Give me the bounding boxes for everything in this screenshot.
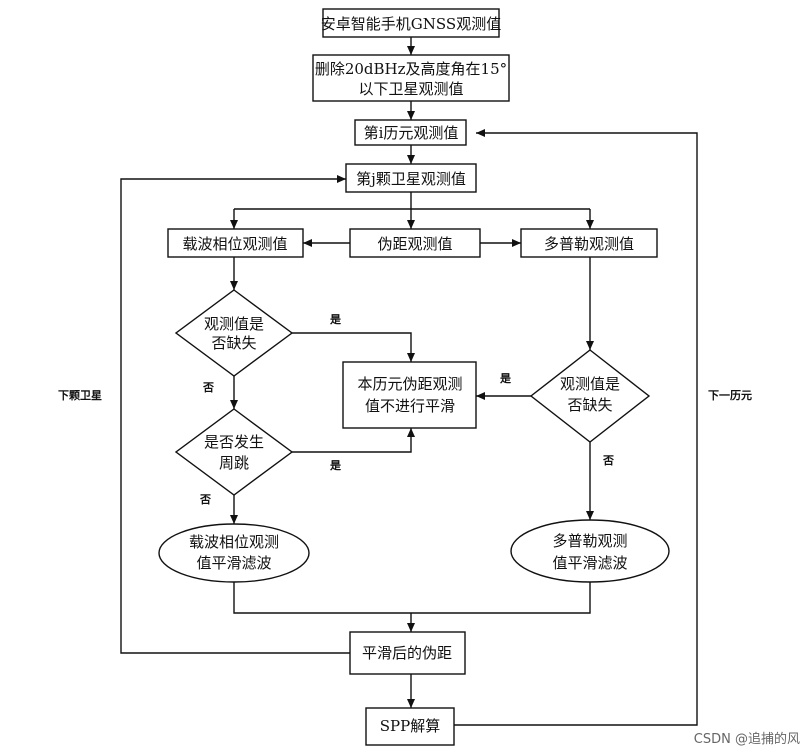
doppler-text: 多普勒观测值 xyxy=(544,235,634,253)
input-box: 安卓智能手机GNSS观测值 xyxy=(321,8,501,38)
loop-next-satellite xyxy=(120,175,350,654)
label-no-missing-left: 否 xyxy=(202,381,214,394)
filter-box: 删除20dBHz及高度角在15° 以下卫星观测值 xyxy=(312,54,510,102)
satellite-text: 第j颗卫星观测值 xyxy=(356,170,466,188)
cycleslip-line2: 周跳 xyxy=(219,454,249,472)
decision-missing-right: 观测值是 否缺失 xyxy=(529,349,651,443)
input-text: 安卓智能手机GNSS观测值 xyxy=(321,15,501,33)
spp-box: SPP解算 xyxy=(365,707,455,746)
label-yes-cycleslip: 是 xyxy=(329,459,342,472)
pseudorange-box: 伪距观测值 xyxy=(349,228,481,258)
filter-text-line2: 以下卫星观测值 xyxy=(358,80,463,98)
missing-left-line2: 否缺失 xyxy=(211,334,256,352)
decision-missing-left: 观测值是 否缺失 xyxy=(174,289,294,377)
epoch-box: 第i历元观测值 xyxy=(354,119,467,146)
carrier-box: 载波相位观测值 xyxy=(167,228,304,258)
pseudorange-text: 伪距观测值 xyxy=(377,235,452,253)
nosmooth-line2: 值不进行平滑 xyxy=(365,397,455,415)
label-no-missing-right: 否 xyxy=(602,454,614,467)
label-next-epoch: 下一历元 xyxy=(708,389,752,402)
label-yes-missing-left: 是 xyxy=(329,313,342,326)
nosmooth-line1: 本历元伪距观测 xyxy=(357,375,462,393)
filter-text-line1: 删除20dBHz及高度角在15° xyxy=(315,60,507,78)
missing-right-line1: 观测值是 xyxy=(560,375,620,393)
label-yes-missing-right: 是 xyxy=(499,372,512,385)
doppler-filter-line1: 多普勒观测 xyxy=(552,532,627,550)
merge-bar xyxy=(233,582,591,614)
label-next-satellite: 下颗卫星 xyxy=(58,389,102,402)
cycleslip-line1: 是否发生 xyxy=(204,433,264,451)
doppler-box: 多普勒观测值 xyxy=(520,228,658,258)
nosmooth-box: 本历元伪距观测 值不进行平滑 xyxy=(342,361,477,429)
smoothed-box: 平滑后的伪距 xyxy=(349,631,466,675)
carrier-filter-ellipse: 载波相位观测 值平滑滤波 xyxy=(158,523,310,583)
carrier-text: 载波相位观测值 xyxy=(182,235,287,253)
carrier-filter-line1: 载波相位观测 xyxy=(189,533,279,551)
carrier-filter-line2: 值平滑滤波 xyxy=(196,554,271,572)
arrow-missing-yes xyxy=(292,332,415,362)
doppler-filter-ellipse: 多普勒观测 值平滑滤波 xyxy=(510,519,670,583)
missing-left-line1: 观测值是 xyxy=(204,315,264,333)
epoch-text: 第i历元观测值 xyxy=(364,124,459,142)
loop-next-epoch xyxy=(454,129,698,726)
label-no-cycleslip: 否 xyxy=(199,493,211,506)
missing-right-line2: 否缺失 xyxy=(567,396,612,414)
spp-text: SPP解算 xyxy=(380,717,440,735)
connectors xyxy=(120,37,698,726)
satellite-box: 第j颗卫星观测值 xyxy=(345,163,477,193)
watermark: CSDN @追捕的风 xyxy=(694,731,800,747)
smoothed-text: 平滑后的伪距 xyxy=(362,644,452,662)
decision-cycleslip: 是否发生 周跳 xyxy=(174,408,294,496)
arrow-cycleslip-yes xyxy=(292,428,415,453)
doppler-filter-line2: 值平滑滤波 xyxy=(552,554,627,572)
